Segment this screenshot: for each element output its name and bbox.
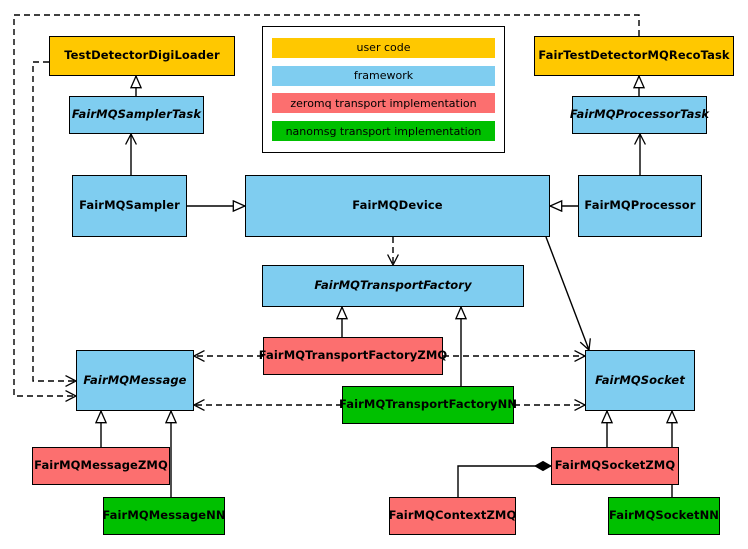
node-label: FairTestDetectorMQRecoTask [538,48,730,63]
legend-item-framework: framework [272,65,495,86]
node-fairmqmessagezmq[interactable]: FairMQMessageZMQ [32,447,170,485]
node-fairmqsampler[interactable]: FairMQSampler [72,175,187,237]
node-label: FairMQTransportFactoryZMQ [258,348,448,363]
node-fairtestdetectormqrecotask[interactable]: FairTestDetectorMQRecoTask [534,36,734,76]
node-label: FairMQSampler [79,198,180,213]
node-label: FairMQDevice [352,198,443,213]
node-label: FairMQMessage [83,372,187,387]
node-fairmqdevice[interactable]: FairMQDevice [245,175,550,237]
node-label: FairMQSamplerTask [71,107,202,122]
node-fairmqmessagenn[interactable]: FairMQMessageNN [102,497,226,535]
node-fairmqmessage[interactable]: FairMQMessage [76,350,194,411]
node-fairmqprocessortask[interactable]: FairMQProcessorTask [569,96,710,134]
legend-label: zeromq transport implementation [290,96,477,110]
node-fairmqsocket[interactable]: FairMQSocket [585,350,695,411]
node-label: FairMQProcessor [584,198,696,213]
node-label: TestDetectorDigiLoader [64,48,220,63]
legend-label: nanomsg transport implementation [285,124,482,138]
node-fairmqcontextzmq[interactable]: FairMQContextZMQ [389,497,516,535]
node-fairmqsocketnn[interactable]: FairMQSocketNN [608,497,720,535]
node-label: FairMQTransportFactoryNN [338,397,518,412]
node-label: FairMQMessageZMQ [34,458,168,473]
node-label: FairMQSocketZMQ [554,458,676,473]
node-label: FairMQSocket [595,372,685,387]
legend-item-zeromq: zeromq transport implementation [272,93,495,114]
edge-device-to-socket [545,236,591,352]
node-fairmqtransportfactory[interactable]: FairMQTransportFactory [262,265,524,307]
node-fairmqtransportfactoryzmq[interactable]: FairMQTransportFactoryZMQ [259,337,447,375]
legend-label: user code [356,41,411,55]
legend: user code framework zeromq transport imp… [262,26,505,153]
node-label: FairMQProcessorTask [569,107,710,122]
legend-label: framework [353,69,414,83]
edge-contextzmq-to-socketzmq [457,460,553,497]
node-label: FairMQTransportFactory [314,278,472,293]
node-label: FairMQSocketNN [608,508,720,523]
node-fairmqsocketzmq[interactable]: FairMQSocketZMQ [551,447,679,485]
node-fairmqtransportfactorynn[interactable]: FairMQTransportFactoryNN [338,386,518,424]
node-fairmqsamplertask[interactable]: FairMQSamplerTask [69,96,204,134]
node-label: FairMQMessageNN [102,508,226,523]
node-testdetectordigiloader[interactable]: TestDetectorDigiLoader [49,36,235,76]
legend-item-nanomsg: nanomsg transport implementation [272,121,495,142]
node-label: FairMQContextZMQ [388,508,517,523]
legend-item-user-code: user code [272,37,495,58]
node-fairmqprocessor[interactable]: FairMQProcessor [578,175,702,237]
